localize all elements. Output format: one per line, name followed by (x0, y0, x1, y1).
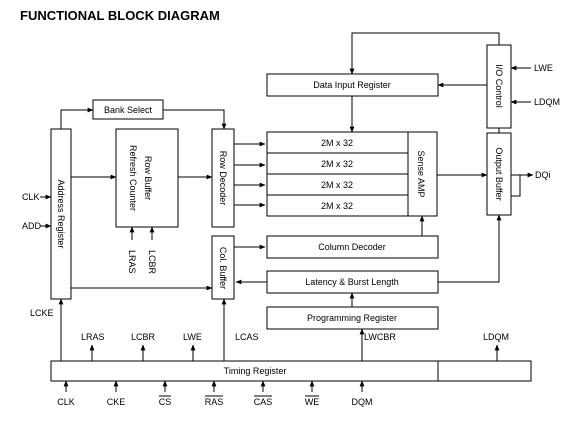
connection-wires (40, 32, 534, 392)
output-buffer-block: Output Buffer (486, 132, 512, 216)
sense-amp-block: Sense AMP (407, 131, 438, 217)
bank-3-label: 2M x 32 (321, 201, 353, 211)
sense-amp-label: Sense AMP (416, 150, 426, 197)
bank-2-label: 2M x 32 (321, 180, 353, 190)
io-control-label: I/O Control (494, 64, 504, 108)
data-input-register-block: Data Input Register (266, 73, 439, 97)
timing-register-label: Timing Register (224, 366, 287, 376)
input-cke: CKE (107, 397, 126, 407)
signal-lcbr: LCBR (131, 332, 156, 342)
signal-lwe-input: LWE (534, 63, 553, 73)
signal-dqi: DQi (535, 170, 551, 180)
col-buffer-block: Col. Buffer (211, 235, 235, 300)
latency-burst-length-label: Latency & Burst Length (305, 277, 399, 287)
col-buffer-label: Col. Buffer (218, 247, 228, 289)
input-cs: CS (159, 397, 172, 407)
data-input-register-label: Data Input Register (313, 80, 391, 90)
signal-add: ADD (22, 221, 42, 231)
input-ras: RAS (205, 397, 224, 407)
refresh-counter-label: Refresh Counter (128, 145, 138, 211)
signal-ldqm-input: LDQM (534, 97, 560, 107)
input-cas: CAS (254, 397, 273, 407)
signal-lcas: LCAS (235, 332, 259, 342)
column-decoder-label: Column Decoder (318, 242, 386, 252)
programming-register-label: Programming Register (307, 313, 397, 323)
external-inputs: CLK CKE CS RAS CAS WE DQM (57, 395, 373, 407)
signal-lwe: LWE (183, 332, 202, 342)
row-buffer-refresh-counter-block: Row Buffer Refresh Counter (115, 128, 179, 228)
row-buffer-label: Row Buffer (143, 156, 153, 200)
signal-lcke: LCKE (30, 308, 54, 318)
column-decoder-block: Column Decoder (266, 235, 439, 259)
memory-array: 2M x 32 2M x 32 2M x 32 2M x 32 (266, 131, 409, 217)
row-decoder-label: Row Decoder (218, 151, 228, 206)
input-clk: CLK (57, 397, 75, 407)
programming-register-block: Programming Register (266, 306, 439, 330)
output-buffer-label: Output Buffer (494, 147, 504, 200)
address-register-label: Address Register (56, 179, 66, 248)
diagram-title: FUNCTIONAL BLOCK DIAGRAM (20, 8, 220, 23)
input-we: WE (305, 397, 320, 407)
row-decoder-block: Row Decoder (211, 128, 235, 228)
bank-0-label: 2M x 32 (321, 138, 353, 148)
bank-select-label: Bank Select (104, 105, 153, 115)
signal-labels: CLK ADD LCKE LRAS LCBR LWE LDQM DQi LRAS… (22, 63, 560, 342)
signal-ldqm: LDQM (483, 332, 509, 342)
signal-lras-vertical: LRAS (127, 250, 137, 274)
input-dqm: DQM (352, 397, 373, 407)
latency-burst-length-block: Latency & Burst Length (266, 270, 439, 294)
timing-register-block: Timing Register (50, 360, 532, 382)
address-register-block: Address Register (50, 128, 72, 300)
signal-lras: LRAS (81, 332, 105, 342)
signal-clk: CLK (22, 192, 40, 202)
bank-1-label: 2M x 32 (321, 159, 353, 169)
signal-lcbr-vertical: LCBR (147, 250, 157, 275)
io-control-block: I/O Control (486, 44, 512, 129)
bank-select-block: Bank Select (92, 99, 164, 120)
signal-lwcbr: LWCBR (364, 332, 396, 342)
